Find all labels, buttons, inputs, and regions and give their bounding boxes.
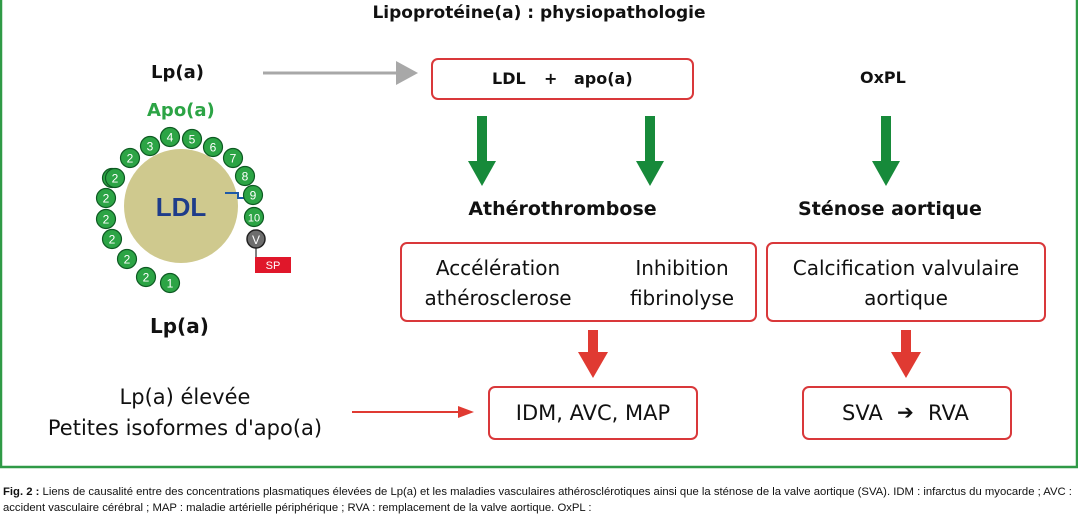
- kringle-circle: [101, 228, 123, 250]
- green-arrow-icon: [468, 116, 496, 186]
- kringle-label: 1: [167, 277, 174, 291]
- kringle-circle: [222, 147, 244, 169]
- ldl-particle: [124, 149, 238, 263]
- kringle-circle: [243, 206, 265, 228]
- kringle-link: [225, 192, 248, 199]
- kringle-label: 2: [109, 233, 116, 247]
- isoformes-label: Petites isoformes d'apo(a): [47, 416, 323, 440]
- kringle-label: 5: [189, 133, 196, 147]
- ldl-apoa-box: LDL + apo(a): [431, 58, 694, 100]
- calcification-box: Calcification valvulaire aortique: [766, 242, 1046, 322]
- kringle-label: 2: [103, 213, 110, 227]
- green-arrow-icon: [636, 116, 664, 186]
- figure-caption: Fig. 2 : Liens de causalité entre des co…: [3, 484, 1077, 516]
- kringle-label: 2: [112, 172, 119, 186]
- stenose-label: Sténose aortique: [798, 198, 982, 220]
- kringle-label: 10: [248, 213, 260, 225]
- red-arrow-icon: [578, 330, 608, 378]
- kringle-circle: [104, 167, 126, 189]
- apoa-text: apo(a): [574, 69, 633, 88]
- kringle-label: 2: [103, 192, 110, 206]
- kringle-label: 2: [124, 253, 131, 267]
- kringle-circle: [202, 136, 224, 158]
- idm-text: IDM, AVC, MAP: [515, 401, 671, 425]
- inhibition-line2: fibrinolyse: [629, 286, 735, 310]
- oxpl-label: OxPL: [860, 68, 906, 87]
- ldl-label: LDL: [156, 192, 207, 222]
- arrow-right-icon: ➔: [897, 400, 914, 424]
- kringle-label: 3: [147, 140, 154, 154]
- kringle-label: 6: [210, 141, 217, 155]
- kringle-label: 7: [230, 152, 237, 166]
- plus-text: +: [544, 69, 558, 88]
- kringle-circle: [159, 126, 181, 148]
- red-arrow-icon: [891, 330, 921, 378]
- acceleration-line2: athérosclerose: [424, 286, 572, 310]
- rva-text: RVA: [928, 401, 969, 425]
- caption-fig-label: Fig. 2 :: [3, 486, 40, 498]
- kringle-circle: [139, 135, 161, 157]
- kringle-circle: [119, 147, 141, 169]
- green-arrow-icon: [872, 116, 900, 186]
- calcification-line2: aortique: [864, 286, 948, 310]
- v-domain: [246, 229, 266, 249]
- kringle-circle: [95, 208, 117, 230]
- lpa-elevee-label: Lp(a) élevée: [119, 385, 251, 409]
- idm-box: IDM, AVC, MAP: [488, 386, 698, 440]
- red-arrow-icon: [352, 406, 474, 418]
- kringle-circle: [242, 184, 264, 206]
- kringle-circle: [159, 272, 181, 294]
- caption-text: Liens de causalité entre des concentrati…: [3, 486, 1072, 514]
- diagram-frame: [0, 0, 1078, 469]
- apoa-label: Apo(a): [147, 100, 215, 121]
- sva-text: SVA: [842, 401, 883, 425]
- kringle-circle: [135, 266, 157, 288]
- sp-label: SP: [266, 260, 281, 272]
- v-label: V: [252, 233, 260, 247]
- calcification-line1: Calcification valvulaire: [792, 256, 1020, 280]
- kringle-circle: [116, 248, 138, 270]
- kringle-label: 9: [250, 189, 257, 203]
- kringle-circle: [234, 165, 256, 187]
- kringle-label: 4: [167, 131, 174, 145]
- lpa-top-label: Lp(a): [151, 62, 204, 83]
- lpa-bottom-label: Lp(a): [150, 314, 209, 338]
- inhibition-line1: Inhibition: [635, 256, 729, 280]
- kringle-circle: [95, 187, 117, 209]
- kringle-label: 2: [127, 152, 134, 166]
- atherothrombose-label: Athérothrombose: [468, 198, 657, 220]
- diagram-title: Lipoprotéine(a) : physiopathologie: [372, 3, 706, 23]
- sva-box: SVA ➔ RVA: [802, 386, 1012, 440]
- kringle-label: 8: [242, 170, 249, 184]
- kringle-chain: 122222222345678910: [95, 126, 265, 294]
- kringle-circle: [181, 128, 203, 150]
- kringle-label: 2: [143, 271, 150, 285]
- gray-arrow-icon: [263, 61, 418, 85]
- ldl-text: LDL: [492, 69, 526, 88]
- acceleration-line1: Accélération: [435, 256, 561, 280]
- sp-domain: [255, 257, 291, 273]
- mechanisms-box: Accélération athérosclerose Inhibition f…: [400, 242, 757, 322]
